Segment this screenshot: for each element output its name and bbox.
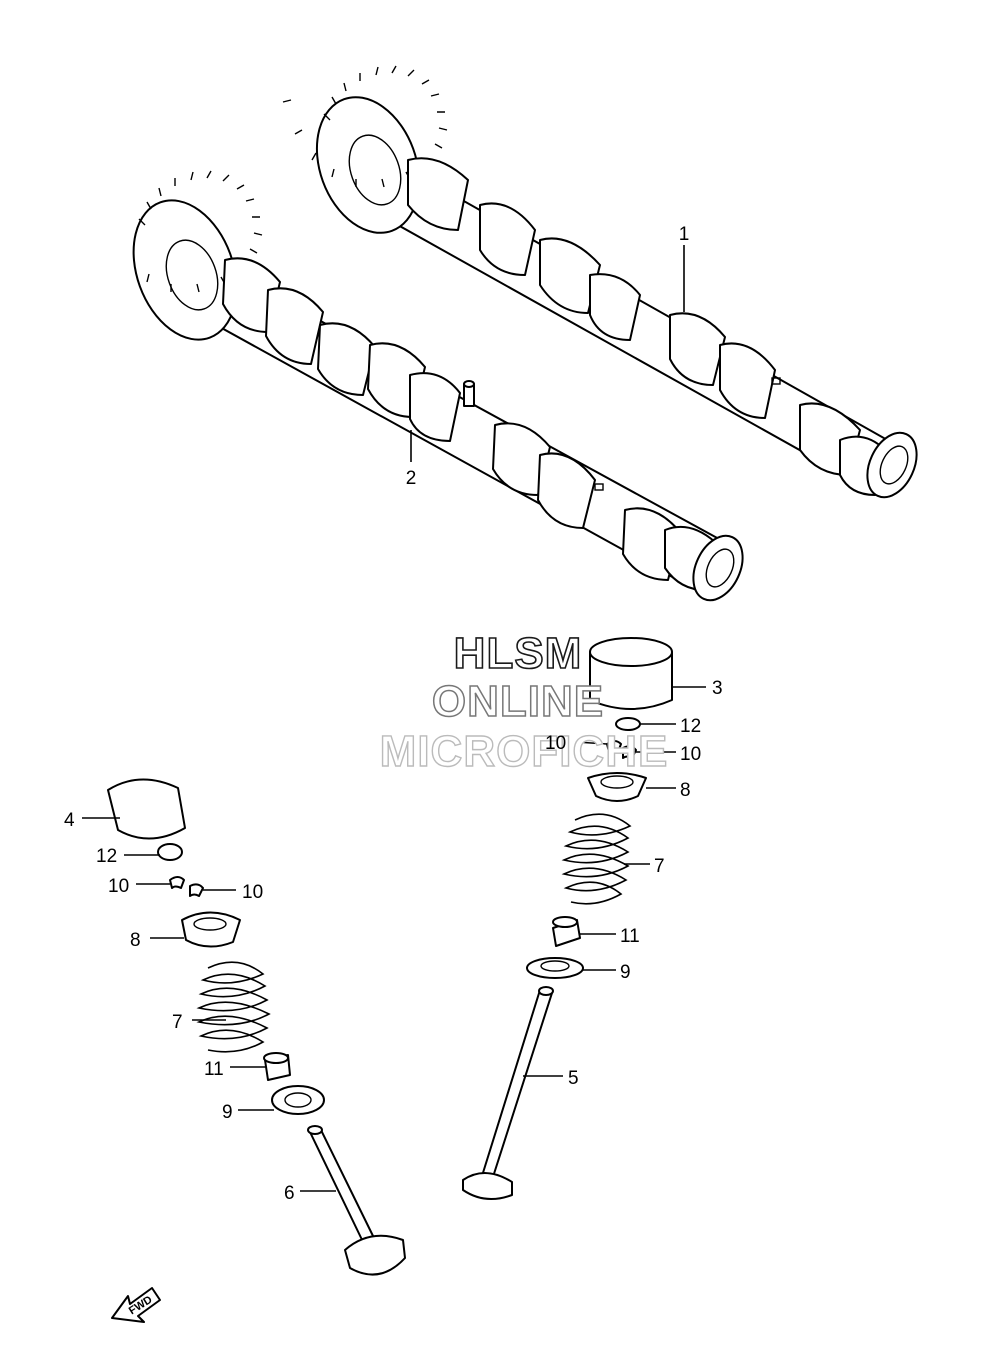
label-10-left-b: 10: [242, 882, 263, 903]
spring-7-left[interactable]: [196, 961, 271, 1053]
callout-labels: 1 2 3 12 10 10 8 7 11 9 5 4 12 10 10 8 7…: [64, 224, 723, 1204]
label-9-right: 9: [620, 962, 631, 983]
label-7-right: 7: [654, 856, 665, 877]
label-12-left: 12: [96, 846, 117, 867]
label-8-right: 8: [680, 780, 691, 801]
tappet-3[interactable]: [589, 637, 673, 710]
watermark-line1: HLSM: [454, 629, 583, 678]
label-6: 6: [284, 1183, 295, 1204]
spring-7-right[interactable]: [561, 813, 632, 905]
spring-seat-9-right[interactable]: [526, 957, 584, 979]
label-2: 2: [406, 468, 417, 489]
shim-12-left[interactable]: [157, 843, 183, 861]
tappet-4[interactable]: [107, 778, 186, 840]
cotter-10-right[interactable]: [606, 740, 637, 759]
label-11-right: 11: [620, 926, 640, 947]
label-11-left: 11: [204, 1059, 224, 1080]
fwd-arrow-icon: FWD: [111, 1287, 161, 1323]
label-5: 5: [568, 1068, 579, 1089]
watermark: HLSM ONLINE MICROFICHE: [379, 628, 669, 777]
label-10-left-a: 10: [108, 876, 129, 897]
watermark-line3: MICROFICHE: [380, 727, 669, 776]
leader-lines: [82, 245, 706, 1192]
cotter-10-left[interactable]: [169, 876, 204, 897]
label-3: 3: [712, 678, 723, 699]
retainer-8-left[interactable]: [181, 911, 241, 948]
camshaft-2[interactable]: [115, 170, 752, 608]
stem-seal-11-right[interactable]: [552, 916, 581, 947]
label-1: 1: [679, 224, 690, 245]
label-8-left: 8: [130, 930, 141, 951]
valve-6[interactable]: [307, 1125, 406, 1276]
spring-seat-9-left[interactable]: [271, 1085, 325, 1115]
label-10-right-a: 10: [545, 733, 566, 754]
valve-5[interactable]: [462, 986, 554, 1200]
retainer-8-right[interactable]: [587, 772, 647, 802]
label-9-left: 9: [222, 1102, 233, 1123]
label-4: 4: [64, 810, 75, 831]
label-12-right: 12: [680, 716, 701, 737]
watermark-line2: ONLINE: [432, 677, 604, 726]
label-10-right-b: 10: [680, 744, 701, 765]
label-7-left: 7: [172, 1012, 183, 1033]
camshaft-1[interactable]: [282, 65, 926, 505]
stem-seal-11-left[interactable]: [263, 1052, 291, 1081]
